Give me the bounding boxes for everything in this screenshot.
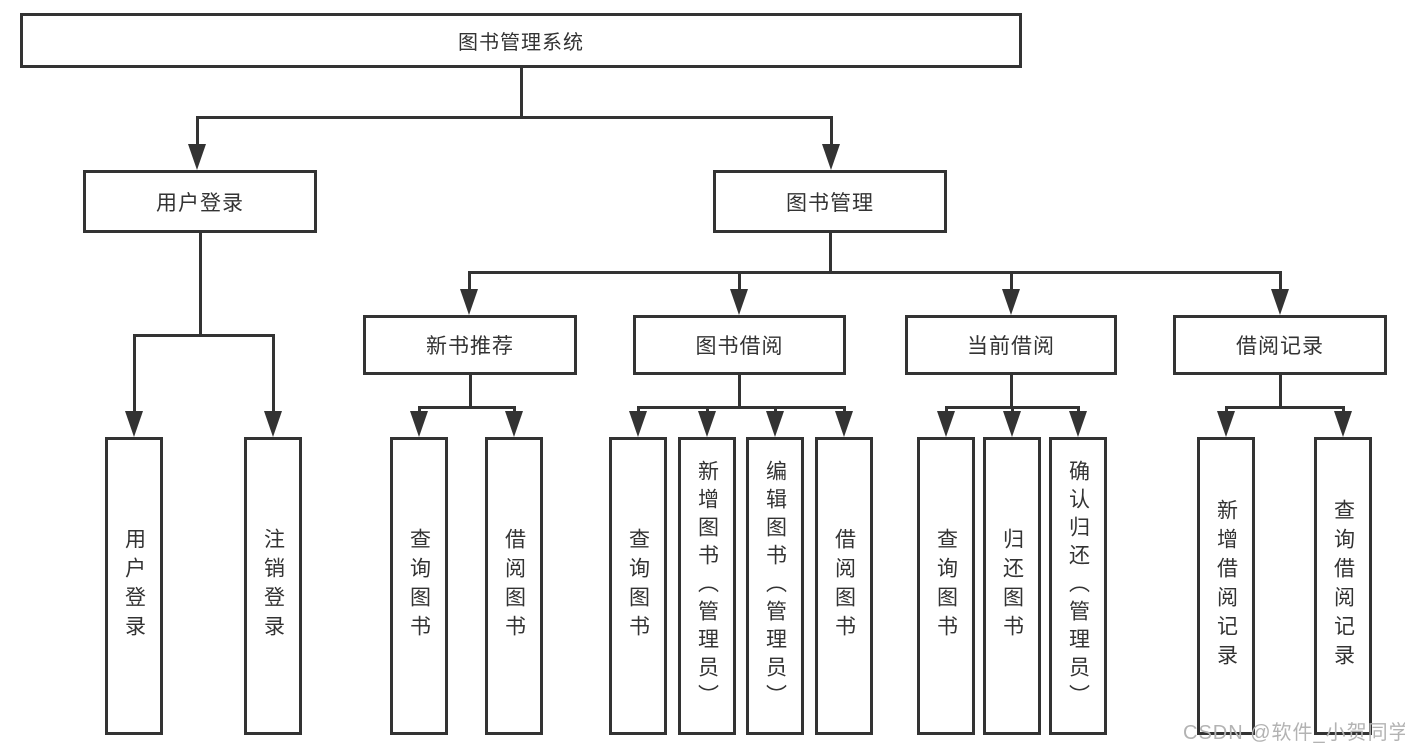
connector-line xyxy=(418,406,516,409)
arrow-down-icon xyxy=(410,411,428,437)
leaf-query-books-borrow: 查询图书 xyxy=(609,437,667,735)
node-label: 查询图书 xyxy=(626,528,650,644)
connector-line xyxy=(945,406,948,415)
node-label: 查询图书 xyxy=(934,528,958,644)
connector-line xyxy=(637,406,845,409)
node-label: 查询图书 xyxy=(407,528,431,644)
arrow-down-icon xyxy=(730,289,748,315)
node-book-borrow: 图书借阅 xyxy=(633,315,846,375)
arrow-down-icon xyxy=(698,411,716,437)
leaf-query-books-current: 查询图书 xyxy=(917,437,975,735)
leaf-borrow-books-recommend: 借阅图书 xyxy=(485,437,543,735)
connector-line xyxy=(1279,271,1282,291)
leaf-return-books: 归还图书 xyxy=(983,437,1041,735)
node-label: 借阅图书 xyxy=(502,528,526,644)
connector-line xyxy=(1279,375,1282,408)
node-label: 图书借阅 xyxy=(695,335,784,358)
connector-line xyxy=(738,375,741,408)
node-label: 注销登录 xyxy=(261,528,285,644)
node-current-borrow: 当前借阅 xyxy=(905,315,1117,375)
connector-line xyxy=(133,334,136,414)
arrow-down-icon xyxy=(125,411,143,437)
connector-line xyxy=(738,271,741,291)
connector-line xyxy=(133,334,275,337)
node-borrow-records: 借阅记录 xyxy=(1173,315,1387,375)
arrow-down-icon xyxy=(1334,411,1352,437)
node-label: 新增借阅记录 xyxy=(1214,499,1238,673)
node-book-management: 图书管理 xyxy=(713,170,947,233)
leaf-add-borrow-record: 新增借阅记录 xyxy=(1197,437,1255,735)
connector-line xyxy=(272,334,275,414)
connector-line xyxy=(1342,406,1345,415)
connector-line xyxy=(196,116,199,147)
arrow-down-icon xyxy=(629,411,647,437)
node-root-system: 图书管理系统 xyxy=(20,13,1022,68)
node-label: 借阅图书 xyxy=(832,528,856,644)
connector-line xyxy=(199,233,202,336)
leaf-confirm-return-admin: 确认归还（管理员） xyxy=(1049,437,1107,735)
connector-line xyxy=(1225,406,1228,415)
node-label: 编辑图书（管理员） xyxy=(763,460,787,712)
leaf-query-borrow-record: 查询借阅记录 xyxy=(1314,437,1372,735)
node-label: 图书管理 xyxy=(786,191,874,215)
watermark-text: CSDN @软件_小贺同学 xyxy=(1183,722,1405,744)
node-label: 用户登录 xyxy=(156,191,244,215)
connector-line xyxy=(637,406,640,415)
arrow-down-icon xyxy=(822,144,840,170)
connector-line xyxy=(843,406,846,415)
arrow-down-icon xyxy=(188,144,206,170)
node-label: 查询借阅记录 xyxy=(1331,499,1355,673)
arrow-down-icon xyxy=(937,411,955,437)
arrow-down-icon xyxy=(1002,289,1020,315)
node-label: 新增图书（管理员） xyxy=(695,460,719,712)
node-label: 图书管理系统 xyxy=(458,32,584,54)
connector-line xyxy=(774,406,777,415)
connector-line xyxy=(468,271,471,291)
connector-line xyxy=(1011,406,1014,415)
node-new-book-recommend: 新书推荐 xyxy=(363,315,577,375)
arrow-down-icon xyxy=(1217,411,1235,437)
connector-line xyxy=(829,233,832,273)
connector-line xyxy=(1225,406,1344,409)
node-label: 确认归还（管理员） xyxy=(1066,460,1090,712)
connector-line xyxy=(468,271,1282,274)
leaf-query-books-recommend: 查询图书 xyxy=(390,437,448,735)
connector-line xyxy=(469,375,472,408)
connector-line xyxy=(830,116,833,147)
connector-line xyxy=(1077,406,1080,415)
connector-line xyxy=(513,406,516,415)
arrow-down-icon xyxy=(505,411,523,437)
connector-line xyxy=(196,116,832,119)
node-label: 归还图书 xyxy=(1000,528,1024,644)
connector-line xyxy=(520,68,523,118)
arrow-down-icon xyxy=(766,411,784,437)
leaf-edit-books-admin: 编辑图书（管理员） xyxy=(746,437,804,735)
connector-line xyxy=(1010,271,1013,291)
arrow-down-icon xyxy=(1069,411,1087,437)
connector-line xyxy=(1010,375,1013,408)
leaf-borrow-books: 借阅图书 xyxy=(815,437,873,735)
arrow-down-icon xyxy=(1271,289,1289,315)
leaf-logout: 注销登录 xyxy=(244,437,302,735)
connector-line xyxy=(418,406,421,415)
node-label: 用户登录 xyxy=(122,528,146,644)
node-label: 新书推荐 xyxy=(426,335,514,358)
arrow-down-icon xyxy=(835,411,853,437)
connector-line xyxy=(706,406,709,415)
node-label: 借阅记录 xyxy=(1236,335,1324,358)
leaf-add-books-admin: 新增图书（管理员） xyxy=(678,437,736,735)
leaf-user-login: 用户登录 xyxy=(105,437,163,735)
node-label: 当前借阅 xyxy=(967,335,1055,358)
arrow-down-icon xyxy=(264,411,282,437)
node-user-login: 用户登录 xyxy=(83,170,317,233)
arrow-down-icon xyxy=(1003,411,1021,437)
arrow-down-icon xyxy=(460,289,478,315)
